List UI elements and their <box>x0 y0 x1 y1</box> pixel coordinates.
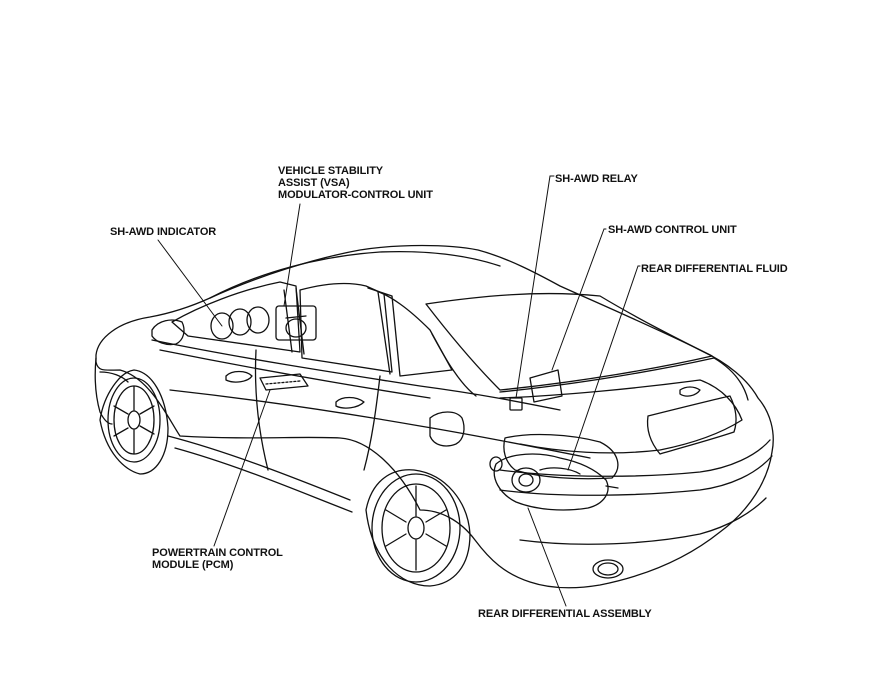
car-body <box>94 244 774 589</box>
car-rear <box>254 349 773 579</box>
label-sh-awd-indicator: SH-AWD INDICATOR <box>110 226 217 238</box>
label-rear-differential-fluid: REAR DIFFERENTIAL FLUID <box>641 263 788 275</box>
label-vsa-line1: VEHICLE STABILITY <box>278 165 384 177</box>
label-ticks <box>549 175 641 267</box>
label-sh-awd-relay: SH-AWD RELAY <box>555 173 638 185</box>
label-sh-awd-control-unit: SH-AWD CONTROL UNIT <box>608 224 737 236</box>
car-details <box>151 319 365 409</box>
label-pcm-line2: MODULE (PCM) <box>152 559 234 571</box>
label-pcm: POWERTRAIN CONTROL MODULE (PCM) <box>152 547 283 571</box>
rear-wheel <box>365 469 471 587</box>
car-windows <box>171 250 713 397</box>
rear-differential-part <box>489 453 619 511</box>
label-vsa-line2: ASSIST (VSA) <box>278 177 350 189</box>
leader-lines <box>157 175 639 607</box>
sh-awd-indicator-gauges <box>210 306 270 340</box>
label-pcm-line1: POWERTRAIN CONTROL <box>152 547 283 559</box>
label-vsa-line3: MODULATOR-CONTROL UNIT <box>278 189 433 201</box>
label-vsa: VEHICLE STABILITY ASSIST (VSA) MODULATOR… <box>278 165 433 201</box>
front-wheel <box>99 369 169 475</box>
label-rear-differential-assembly: REAR DIFFERENTIAL ASSEMBLY <box>478 608 652 620</box>
sh-awd-control-unit-part <box>529 369 563 403</box>
pcm-module <box>259 373 309 391</box>
sh-awd-relay-part <box>509 397 523 411</box>
vsa-modulator-unit <box>275 305 317 341</box>
